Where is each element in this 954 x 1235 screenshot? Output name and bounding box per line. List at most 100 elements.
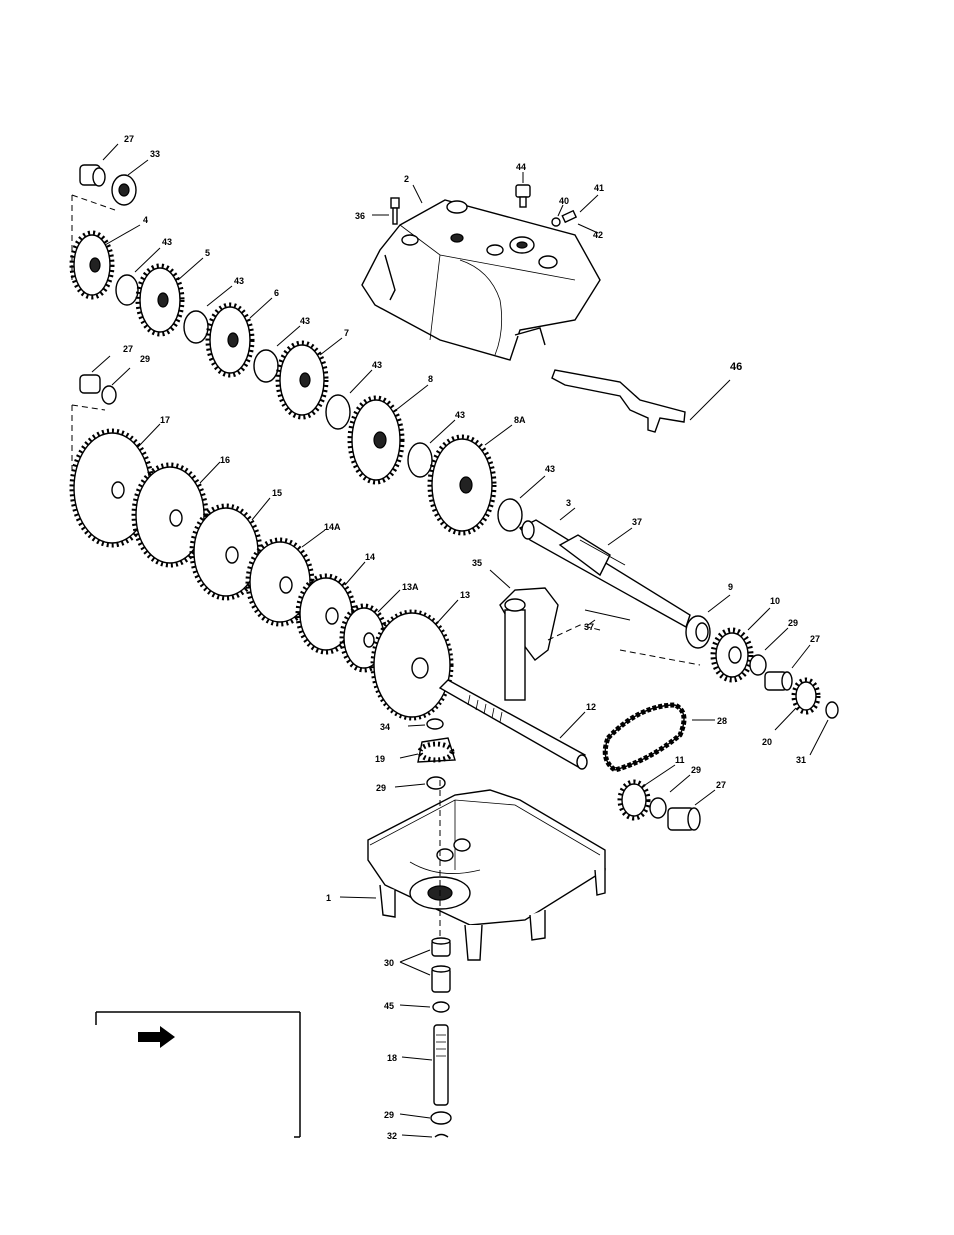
gear-13 xyxy=(372,611,452,719)
ring-31 xyxy=(826,702,838,718)
callout-29: 29 xyxy=(376,783,386,793)
legend-box xyxy=(96,1012,300,1137)
spacer-43 xyxy=(498,499,522,531)
callout-41: 41 xyxy=(594,183,604,193)
spring-42 xyxy=(562,211,576,222)
washer-29 xyxy=(750,655,766,675)
gear-6 xyxy=(208,305,252,375)
chain-28 xyxy=(605,705,684,770)
bushing-30-upper xyxy=(432,938,450,956)
callout-29: 29 xyxy=(691,765,701,775)
callout-27: 27 xyxy=(716,780,726,790)
callout-40: 40 xyxy=(559,196,569,206)
callout-8: 8 xyxy=(428,374,433,384)
bracket-46 xyxy=(552,370,685,432)
bushing-27-mid xyxy=(80,375,100,393)
callout-43: 43 xyxy=(455,410,465,420)
callout-15: 15 xyxy=(272,488,282,498)
callout-19: 19 xyxy=(375,754,385,764)
callout-29: 29 xyxy=(788,618,798,628)
callout-13: 13 xyxy=(460,590,470,600)
shift-fork-35 xyxy=(500,588,558,700)
callout-5: 5 xyxy=(205,248,210,258)
sprocket-10 xyxy=(713,630,751,680)
callout-9: 9 xyxy=(728,582,733,592)
callout-45: 45 xyxy=(384,1001,394,1011)
callout-43: 43 xyxy=(300,316,310,326)
callout-14A: 14A xyxy=(324,522,341,532)
gear-4 xyxy=(72,233,112,297)
washer-29 xyxy=(431,1112,451,1124)
callout-44: 44 xyxy=(516,162,526,172)
washer-29 xyxy=(102,386,116,404)
collar-9 xyxy=(686,616,710,648)
callout-8A: 8A xyxy=(514,415,526,425)
callout-46: 46 xyxy=(730,361,742,373)
gear-8 xyxy=(350,398,402,482)
callout-29: 29 xyxy=(384,1110,394,1120)
callout-32: 32 xyxy=(387,1131,397,1141)
bushing-27-low xyxy=(668,808,700,830)
spacer-43 xyxy=(184,311,208,343)
bevel-gear-19 xyxy=(418,738,455,762)
sprocket-11 xyxy=(620,782,648,818)
callout-10: 10 xyxy=(770,596,780,606)
callout-6: 6 xyxy=(274,288,279,298)
callout-12: 12 xyxy=(586,702,596,712)
bushing-27-right xyxy=(765,672,792,690)
callout-27: 27 xyxy=(810,634,820,644)
key-37 xyxy=(585,610,630,620)
seal-45 xyxy=(433,1002,449,1012)
callout-34: 34 xyxy=(380,722,390,732)
callout-11: 11 xyxy=(675,755,685,765)
ring-32 xyxy=(435,1135,448,1138)
callout-30: 30 xyxy=(384,958,394,968)
callout-1: 1 xyxy=(326,893,331,903)
callout-18: 18 xyxy=(387,1053,397,1063)
spacer-43 xyxy=(408,443,432,477)
callout-20: 20 xyxy=(762,737,772,747)
callout-42: 42 xyxy=(593,230,603,240)
callout-37: 37 xyxy=(632,517,642,527)
callout-4: 4 xyxy=(143,215,148,225)
spacer-43 xyxy=(326,395,350,429)
right-arrow-icon xyxy=(138,1026,175,1048)
sprocket-20 xyxy=(794,680,818,712)
bolt-36 xyxy=(391,198,399,224)
housing-cover-2 xyxy=(362,200,600,360)
callout-43: 43 xyxy=(234,276,244,286)
washer-33 xyxy=(112,175,136,205)
callout-2: 2 xyxy=(404,174,409,184)
callout-28: 28 xyxy=(717,716,727,726)
washer-29 xyxy=(427,777,445,789)
callout-36: 36 xyxy=(355,211,365,221)
callout-33: 33 xyxy=(150,149,160,159)
callout-7: 7 xyxy=(344,328,349,338)
callout-3: 3 xyxy=(566,498,571,508)
lower-case-1 xyxy=(368,790,605,960)
ring-34 xyxy=(427,719,443,729)
shaft-18 xyxy=(434,1025,448,1105)
washer-29 xyxy=(650,798,666,818)
callout-35: 35 xyxy=(472,558,482,568)
gear-7 xyxy=(278,343,326,417)
ball-40 xyxy=(552,218,560,226)
callout-27: 27 xyxy=(124,134,134,144)
gear-5 xyxy=(138,266,182,334)
gear-8A xyxy=(430,437,494,533)
callout-43: 43 xyxy=(372,360,382,370)
callout-27: 27 xyxy=(123,344,133,354)
callout-14: 14 xyxy=(365,552,375,562)
callout-31: 31 xyxy=(796,755,806,765)
callout-43: 43 xyxy=(545,464,555,474)
callout-29: 29 xyxy=(140,354,150,364)
callout-17: 17 xyxy=(160,415,170,425)
vent-plug-44 xyxy=(516,185,530,207)
spacer-43 xyxy=(254,350,278,382)
callout-16: 16 xyxy=(220,455,230,465)
bushing-27-top xyxy=(80,165,105,186)
callout-43: 43 xyxy=(162,237,172,247)
callout-13A: 13A xyxy=(402,582,419,592)
spacer-43 xyxy=(116,275,138,305)
